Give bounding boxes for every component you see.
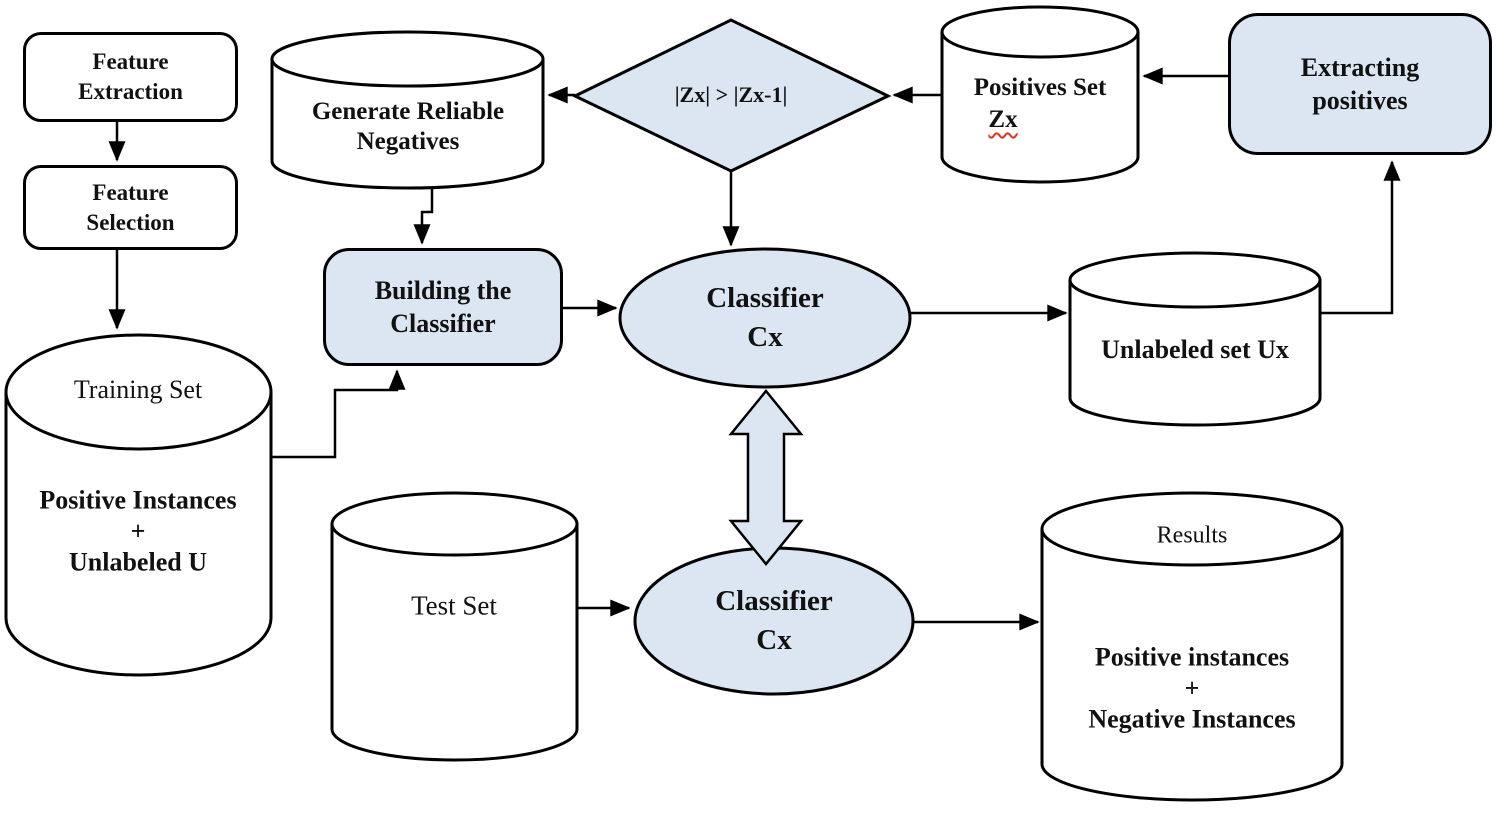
unlabeled-set-cylinder (1068, 251, 1322, 427)
extracting-positives-box: Extracting positives (1228, 13, 1492, 155)
arrow-training-set-to-building-classifier (271, 369, 406, 459)
positives-set-label: Positives Set Zx (974, 72, 1107, 136)
feature-extraction-box: Feature Extraction (23, 32, 238, 122)
classifier-bottom-line2: Cx (756, 624, 792, 656)
training-set-body-line1: Positive Instances (39, 485, 237, 515)
test-set-cylinder (330, 491, 579, 762)
unlabeled-set-label: Unlabeled set Ux (1101, 335, 1289, 364)
generate-reliable-negatives-cylinder (270, 30, 545, 190)
feature-selection-line1: Feature (92, 179, 169, 205)
arrow-unlabeled-set-to-extracting-positives (1320, 160, 1401, 315)
results-body-line2: + (1184, 673, 1200, 703)
generate-negatives-line1: Generate Reliable (311, 98, 505, 125)
feature-extraction-line2: Extraction (78, 79, 183, 104)
classifier-top-label: Classifier Cx (706, 279, 824, 357)
feature-selection-box: Feature Selection (23, 165, 238, 250)
extracting-positives-line1: Extracting (1300, 53, 1420, 82)
training-set-body: Positive Instances + Unlabeled U (39, 485, 236, 578)
extracting-positives-line2: positives (1312, 86, 1408, 115)
arrow-generate-negatives-to-building-classifier (413, 188, 434, 245)
feature-selection-line2: Selection (86, 209, 175, 235)
test-set-label: Test Set (411, 590, 497, 621)
classifier-bottom-label: Classifier Cx (715, 582, 833, 660)
building-classifier-line2: Classifier (390, 309, 496, 338)
generate-negatives-line2: Negatives (356, 128, 460, 155)
positives-set-subtitle: Zx (988, 106, 1018, 133)
results-cylinder (1040, 491, 1344, 802)
results-title: Results (1156, 522, 1228, 549)
positives-set-cylinder (940, 5, 1140, 184)
feature-extraction-line1: Feature (92, 49, 169, 74)
training-set-body-line3: Unlabeled U (69, 547, 207, 577)
positives-set-title: Positives Set (973, 74, 1107, 101)
results-body: Positive instances + Negative Instances (1088, 642, 1295, 735)
training-set-cylinder (4, 333, 273, 677)
classifier-cx-top-ellipse (618, 247, 912, 389)
classifier-bottom-line1: Classifier (715, 585, 833, 617)
classifier-top-line2: Cx (747, 321, 783, 353)
training-set-title: Training Set (73, 375, 203, 404)
building-classifier-line1: Building the (374, 276, 512, 305)
bidirectional-block-arrow (728, 389, 804, 566)
classifier-top-line1: Classifier (706, 282, 824, 314)
building-classifier-box: Building the Classifier (323, 248, 563, 366)
training-set-body-line2: + (130, 516, 146, 546)
generate-reliable-negatives-label: Generate Reliable Negatives (312, 97, 504, 157)
decision-diamond (571, 18, 892, 173)
decision-diamond-label: |Zx| > |Zx-1| (674, 82, 788, 107)
results-body-line3: Negative Instances (1088, 704, 1296, 734)
results-body-line1: Positive instances (1094, 642, 1290, 672)
